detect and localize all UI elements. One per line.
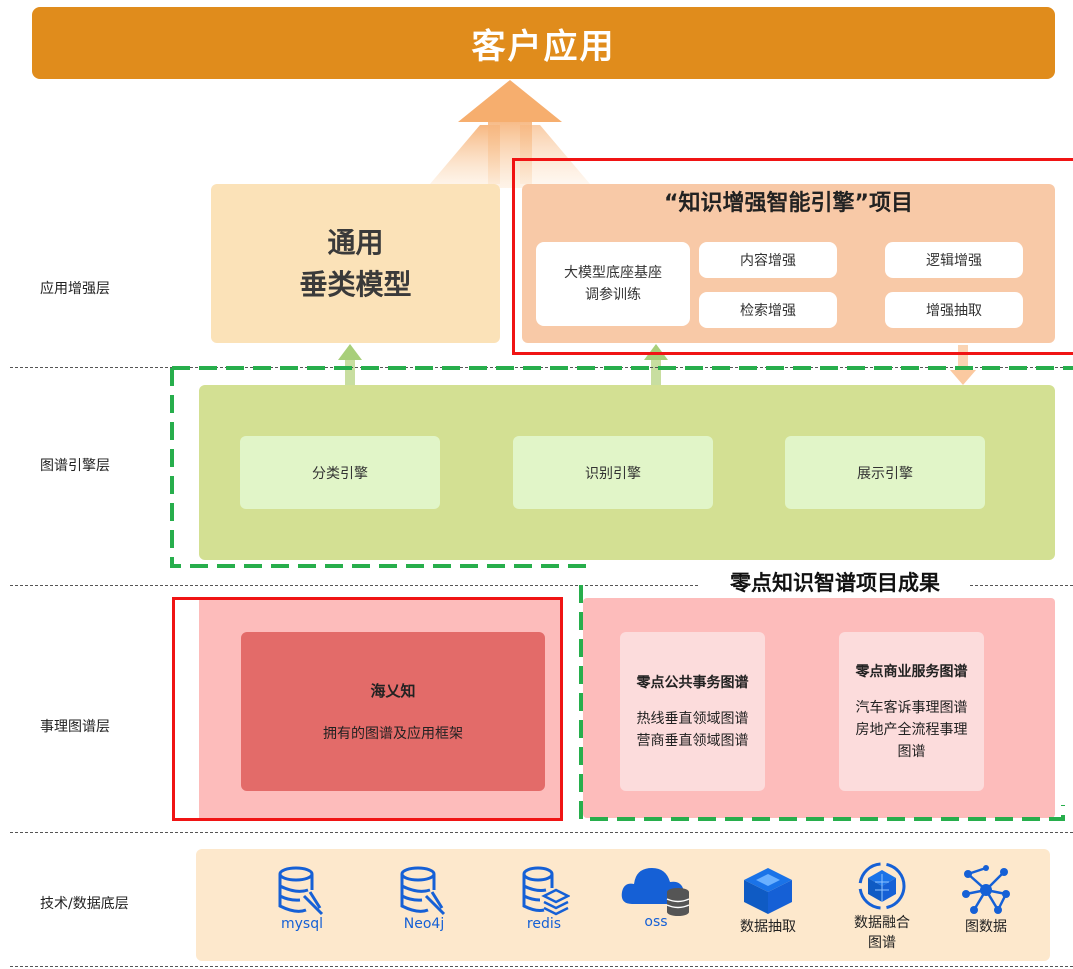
data-item-label: 数据融合 [854, 915, 910, 931]
cloud-storage-icon [621, 868, 690, 916]
model-base-training: 大模型底座基座 调参训练 [536, 242, 690, 326]
separator-line [10, 367, 1073, 368]
data-item-fusion-graph: 数据融合 图谱 [840, 860, 924, 966]
layer-label-application: 应用增强层 [40, 281, 110, 297]
layer-label-event-graph: 事理图谱层 [40, 719, 110, 735]
achievement-title: 零点知识智谱项目成果 [700, 567, 970, 597]
client-application-bar: 客户应用 [32, 7, 1055, 79]
engine-dashed-outline [170, 366, 1073, 568]
haiyizhi-desc: 拥有的图谱及应用框架 [323, 726, 463, 742]
data-item-extraction: 数据抽取 [726, 864, 810, 954]
separator-line [10, 585, 1073, 586]
data-item-neo4j: Neo4j [384, 864, 464, 954]
haiyizhi-name: 海乂知 [370, 682, 416, 700]
project-highlight-outline [512, 158, 1073, 355]
graph-network-icon [962, 865, 1010, 914]
general-vertical-model: 通用 垂类模型 [211, 184, 500, 343]
business-graph-item: 房地产全流程事理 [855, 721, 968, 738]
client-application-title: 客户应用 [471, 26, 616, 67]
business-graph-item: 图谱 [897, 743, 926, 760]
data-item-mysql: mysql [262, 864, 342, 954]
database-icon [278, 866, 324, 916]
database-stack-icon [522, 866, 570, 916]
data-item-label: Neo4j [403, 916, 445, 932]
layer-label-tech-data: 技术/数据底层 [40, 896, 129, 912]
data-item-graph-data: 图数据 [944, 864, 1028, 954]
model-base-line1: 大模型底座基座 [564, 265, 662, 281]
tech-data-panel [196, 849, 1050, 961]
cube-icon [744, 868, 792, 914]
database-icon [400, 866, 446, 916]
separator-line [10, 966, 1073, 967]
general-model-line2: 垂类模型 [299, 267, 412, 301]
data-item-label: oss [644, 914, 668, 930]
data-item-label: 数据抽取 [740, 919, 796, 935]
classification-engine: 分类引擎 [240, 436, 440, 509]
general-model-line1: 通用 [327, 225, 384, 259]
layer-label-graph-engine: 图谱引擎层 [40, 458, 110, 474]
public-graph-item: 营商垂直领域图谱 [636, 732, 749, 749]
graph-engine-panel: 分类引擎 识别引擎 展示引擎 [199, 385, 1055, 560]
data-item-label: 图谱 [868, 935, 896, 951]
project-title: “知识增强智能引擎”项目 [664, 191, 913, 216]
achievement-dashed-outline [579, 585, 1065, 821]
big-up-arrow [430, 125, 500, 184]
model-base-line2: 调参训练 [585, 287, 641, 303]
knowledge-engine-project-panel: “知识增强智能引擎”项目 大模型底座基座 调参训练 内容增强 检索增强 逻辑增强… [522, 184, 1055, 343]
business-service-graph-card: 零点商业服务图谱 汽车客诉事理图谱 房地产全流程事理 图谱 [839, 632, 984, 791]
extraction-enhance: 增强抽取 [885, 292, 1023, 328]
globe-cube-icon [858, 862, 906, 910]
display-engine: 展示引擎 [785, 436, 985, 509]
business-graph-title: 零点商业服务图谱 [855, 663, 968, 680]
public-affairs-graph-card: 零点公共事务图谱 热线垂直领域图谱 营商垂直领域图谱 [620, 632, 765, 791]
public-graph-title: 零点公共事务图谱 [636, 674, 749, 691]
haiyizhi-card: 海乂知 拥有的图谱及应用框架 [241, 632, 545, 791]
retrieval-enhance: 检索增强 [699, 292, 837, 328]
logic-enhance: 逻辑增强 [885, 242, 1023, 278]
haiyizhi-highlight-outline [172, 597, 563, 821]
recognition-engine: 识别引擎 [513, 436, 713, 509]
content-enhance: 内容增强 [699, 242, 837, 278]
data-item-oss: oss [612, 858, 700, 948]
public-graph-item: 热线垂直领域图谱 [636, 710, 749, 727]
data-item-label: redis [526, 916, 562, 932]
separator-line [10, 832, 1073, 833]
data-item-redis: redis [504, 864, 584, 954]
data-item-label: 图数据 [965, 919, 1007, 935]
business-graph-item: 汽车客诉事理图谱 [855, 699, 968, 716]
data-item-label: mysql [281, 916, 323, 932]
